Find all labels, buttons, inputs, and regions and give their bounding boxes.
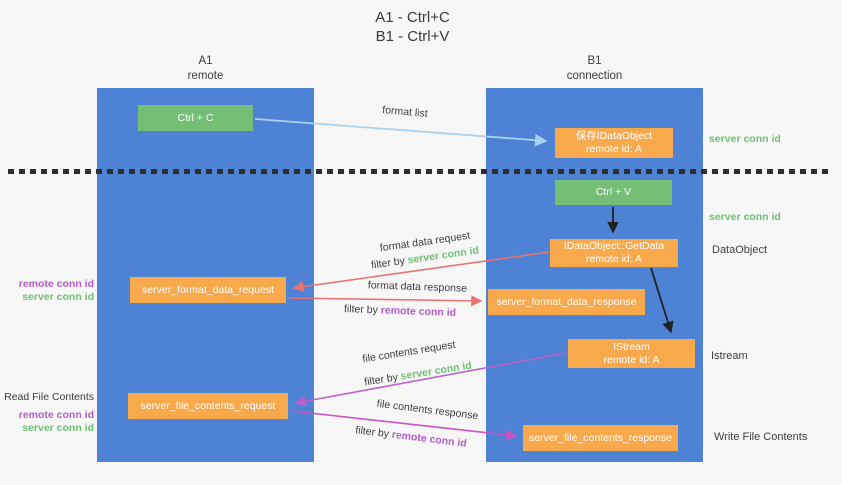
node-server-format-data-response: server_format_data_response <box>488 289 645 315</box>
filter-key-4: remote conn id <box>391 428 468 450</box>
node-format-response-label: server_format_data_response <box>496 295 637 308</box>
filter-key-2: remote conn id <box>380 304 457 319</box>
node-getdata-line2: remote id: A <box>585 253 643 265</box>
filter-prefix-1: filter by <box>370 254 406 272</box>
label-read-file-contents: Read File Contents <box>4 391 94 403</box>
lane-header-b1: B1 connection <box>486 54 703 84</box>
node-getdata-line1: IDataObject::GetData <box>563 240 665 252</box>
node-istream-line2: remote id: A <box>603 353 660 366</box>
node-file-request-label: server_file_contents_request <box>140 399 276 412</box>
node-istream-line1: IStream <box>613 340 650 353</box>
label-write-file-contents: Write File Contents <box>714 431 808 443</box>
format-data-response-arrow <box>288 295 483 307</box>
node-save-idataobject-line1: 保存IDataObject <box>575 130 653 142</box>
label-server-conn-id-1: server conn id <box>22 291 94 303</box>
dotted-separator <box>8 169 832 174</box>
lane-a1-subtitle: remote <box>187 70 224 82</box>
node-server-file-contents-response: server_file_contents_response <box>523 425 678 451</box>
label-dataobject: DataObject <box>712 244 768 256</box>
label-format-list: format list <box>381 104 429 120</box>
node-server-format-data-request: server_format_data_request <box>130 277 286 303</box>
label-remote-conn-id-2: remote conn id <box>18 409 94 421</box>
label-server-conn-id-2: server conn id <box>22 422 94 434</box>
node-idataobject-getdata: IDataObject::GetData remote id: A <box>550 239 678 267</box>
node-istream: IStream remote id: A <box>568 339 695 368</box>
label-format-data-response: format data response <box>367 279 468 295</box>
label-conn-group-1: remote conn id server conn id <box>0 278 94 304</box>
label-file-contents-response: file contents response <box>376 397 479 423</box>
node-save-idataobject: 保存IDataObject remote id: A <box>555 128 673 158</box>
label-remote-conn-id-1: remote conn id <box>18 278 94 290</box>
filter-prefix-2: filter by <box>343 303 379 317</box>
label-server-conn-id-top: server conn id <box>709 133 781 145</box>
label-server-conn-id-mid: server conn id <box>709 211 781 223</box>
title-line-1: A1 - Ctrl+C <box>375 9 450 26</box>
node-file-response-label: server_file_contents_response <box>528 431 672 444</box>
filter-key-3: server conn id <box>399 359 473 383</box>
filter-prefix-3: filter by <box>363 371 399 389</box>
lane-b1-title: B1 <box>587 55 602 67</box>
node-ctrl-v: Ctrl + V <box>555 180 672 205</box>
lane-header-a1: A1 remote <box>97 54 314 84</box>
filter-prefix-4: filter by <box>354 424 390 441</box>
node-ctrl-v-label: Ctrl + V <box>595 186 632 198</box>
diagram-title: A1 - Ctrl+C B1 - Ctrl+V <box>280 8 545 46</box>
node-server-file-contents-request: server_file_contents_request <box>128 393 288 419</box>
lane-b1-subtitle: connection <box>566 70 623 82</box>
label-istream: Istream <box>711 350 748 362</box>
node-format-request-label: server_format_data_request <box>142 283 274 296</box>
node-ctrl-c: Ctrl + C <box>138 105 253 131</box>
title-line-2: B1 - Ctrl+V <box>375 28 450 45</box>
node-save-idataobject-line2: remote id: A <box>585 143 643 155</box>
node-ctrl-c-label: Ctrl + C <box>177 111 214 124</box>
lane-a1-title: A1 <box>198 55 213 67</box>
label-conn-group-2: remote conn id server conn id <box>0 409 94 435</box>
